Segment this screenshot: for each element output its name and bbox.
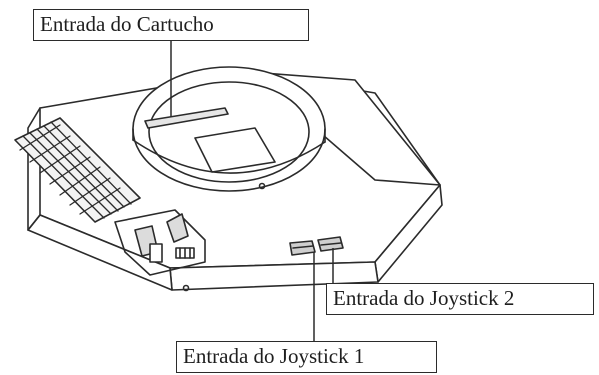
- label-cartridge-slot: Entrada do Cartucho: [33, 9, 309, 41]
- label-joystick-2-port: Entrada do Joystick 2: [326, 283, 594, 315]
- label-joystick-1-port: Entrada do Joystick 1: [176, 341, 437, 373]
- control-panel: [114, 209, 206, 276]
- cartridge-ring-inner: [148, 81, 310, 183]
- joystick-port-1-icon: [289, 240, 316, 256]
- cartridge-slot: [144, 107, 229, 129]
- reset-button-icon: [166, 213, 189, 243]
- dust-flap: [194, 127, 276, 173]
- vent-slats: [19, 121, 132, 219]
